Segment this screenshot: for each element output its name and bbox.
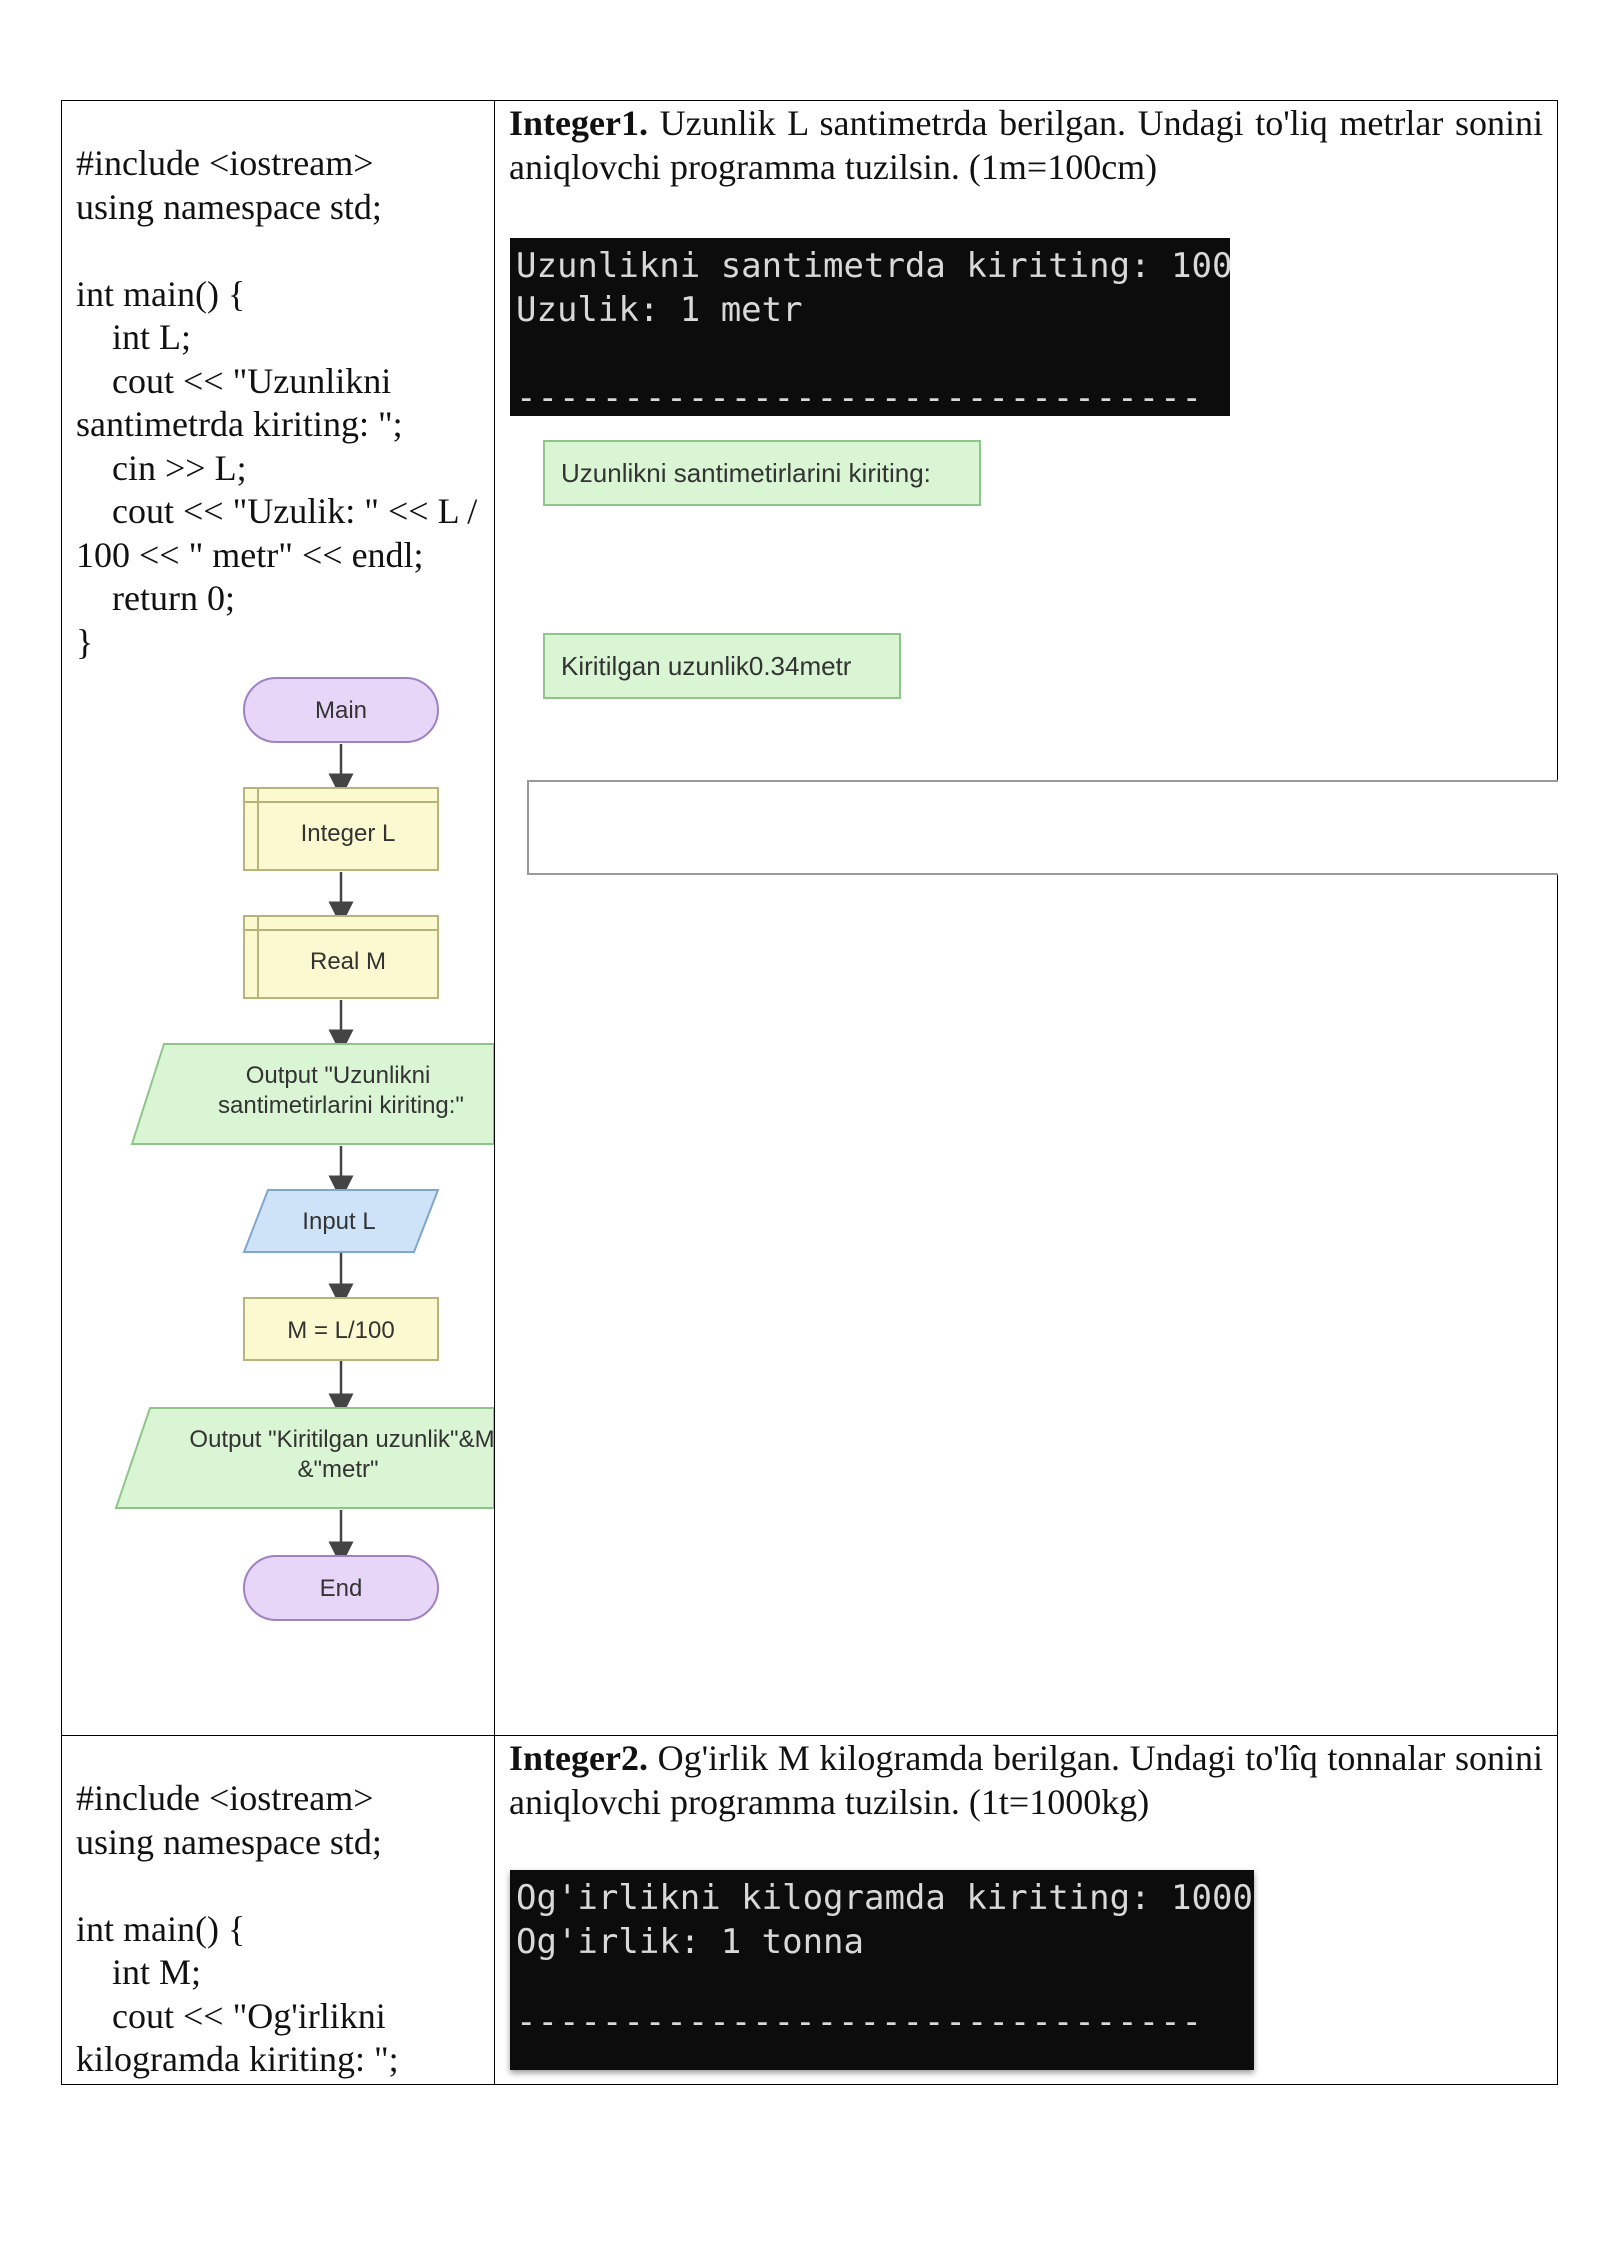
flowchart-input: Input L: [242, 1189, 440, 1253]
prompt-callout: Uzunlikni santimetirlarini kiriting:: [543, 440, 981, 506]
console-separator: --------------------------------: [516, 2002, 1204, 2042]
flowchart-start: Main: [243, 677, 439, 743]
flowchart: Main Integer L Real M Output "Uzunlikni …: [114, 677, 494, 1621]
console-output-integer1: Uzunlikni santimetrda kiriting: 100 Uzul…: [510, 238, 1233, 418]
console-separator: --------------------------------: [516, 378, 1204, 418]
flowchart-output-result: Output "Kiritilgan uzunlik"&M &"metr": [114, 1407, 494, 1509]
flowchart-declare-real: Real M: [243, 915, 439, 999]
console-line: Uzunlikni santimetrda kiriting: 100: [516, 246, 1233, 286]
console-line: Og'irlik: 1 tonna: [516, 1922, 864, 1962]
result-callout: Kiritilgan uzunlik0.34metr: [543, 633, 901, 699]
flowchart-end-label: End: [320, 1575, 363, 1602]
flowchart-output-prompt-line1: Output "Uzunlikni: [246, 1062, 431, 1089]
flowchart-output-result-line2: &"metr": [297, 1456, 378, 1483]
task-description-integer2: Integer2. Og'irlik M kilogramda berilgan…: [509, 1737, 1543, 1824]
flowchart-output-result-line1: Output "Kiritilgan uzunlik"&M: [189, 1426, 494, 1453]
task-text: Uzunlik L santimetrda berilgan. Undagi t…: [509, 103, 1543, 187]
flowchart-input-label: Input L: [302, 1208, 375, 1235]
task-description-integer1: Integer1. Uzunlik L santimetrda berilgan…: [509, 102, 1543, 189]
flowchart-end: End: [243, 1555, 439, 1621]
flowchart-declare-integer-label: Integer L: [301, 820, 396, 847]
result-callout-text: Kiritilgan uzunlik0.34metr: [561, 650, 852, 681]
prompt-callout-text: Uzunlikni santimetirlarini kiriting:: [561, 457, 931, 488]
flowchart-declare-integer: Integer L: [243, 787, 439, 871]
console-line: Uzulik: 1 metr: [516, 290, 803, 330]
console-line: Og'irlikni kilogramda kiriting: 1000: [516, 1878, 1253, 1918]
flowchart-output-prompt-line2: santimetirlarini kiriting:": [218, 1092, 464, 1119]
task-text: Og'irlik M kilogramda berilgan. Undagi t…: [509, 1738, 1543, 1822]
task-table: [61, 100, 1558, 2085]
flowchart-output-prompt: Output "Uzunlikni santimetirlarini kirit…: [130, 1043, 494, 1145]
console-output-integer2: Og'irlikni kilogramda kiriting: 1000 Og'…: [510, 1870, 1254, 2070]
task-title: Integer2.: [509, 1738, 648, 1778]
flowchart-declare-real-label: Real M: [310, 948, 386, 975]
input-box[interactable]: [527, 780, 1558, 875]
flowchart-assign: M = L/100: [243, 1297, 439, 1361]
table-row-divider: [61, 1735, 1558, 1736]
task-title: Integer1.: [509, 103, 648, 143]
flowchart-assign-label: M = L/100: [287, 1317, 394, 1344]
table-column-divider: [494, 100, 495, 2085]
code-listing-integer2: #include <iostream> using namespace std;…: [76, 1778, 399, 2079]
flowchart-start-label: Main: [315, 697, 367, 724]
code-listing-integer1: #include <iostream> using namespace std;…: [76, 143, 478, 662]
